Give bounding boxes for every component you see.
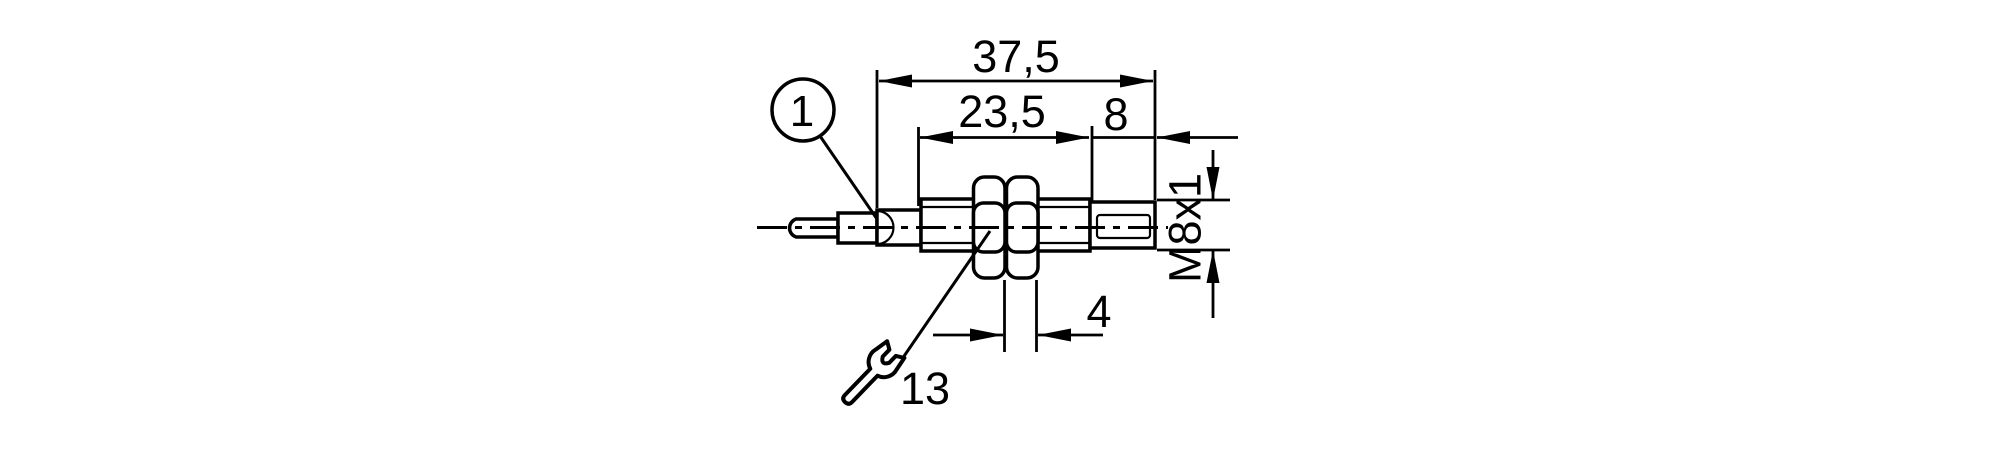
dim-nut-thickness: 4 (933, 280, 1112, 352)
callout-1: 1 (770, 77, 879, 220)
arrowhead-left (920, 131, 953, 144)
arrowhead-left-pointing (1157, 131, 1190, 144)
arrowhead-right (1120, 74, 1153, 88)
arrowhead-up-pointing (1206, 250, 1220, 283)
cable-entry-dome (876, 209, 895, 246)
dim-nut-thickness-value: 4 (1086, 286, 1111, 337)
wrench-icon (841, 339, 907, 406)
arrowhead-left-pointing (1038, 328, 1071, 342)
dim-thread-size: M8x1 (1157, 150, 1230, 318)
dim-thread-length: 23,5 (917, 86, 1089, 206)
callout-number: 1 (790, 87, 814, 136)
callout-circle (770, 77, 836, 143)
arrowhead-right-pointing (970, 328, 1003, 342)
wrench-leader-line (898, 230, 992, 363)
front-cap (1088, 200, 1157, 250)
wrench-size-note: 13 (841, 230, 992, 414)
dim-rear-length-value: 8 (1103, 89, 1128, 140)
dim-total-length-value: 37,5 (972, 31, 1060, 82)
dim-thread-length-value: 23,5 (958, 86, 1046, 137)
dim-total-length: 37,5 (875, 31, 1157, 208)
dim-rear-length: 8 (1090, 89, 1238, 201)
wrench-size-value: 13 (900, 363, 950, 414)
dim-thread-size-value: M8x1 (1160, 173, 1211, 283)
arrowhead-left (879, 74, 912, 88)
arrowhead-down-pointing (1206, 167, 1220, 200)
callout-leader-line (818, 135, 879, 220)
arrowhead-right (1056, 131, 1089, 144)
